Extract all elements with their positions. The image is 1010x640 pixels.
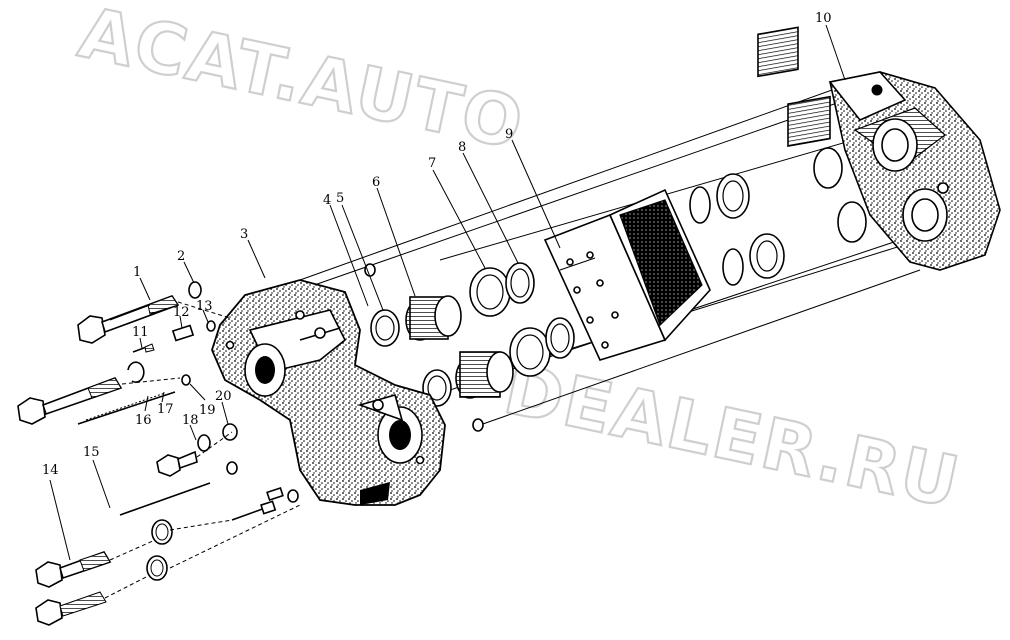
callout-3: 3	[240, 227, 248, 242]
callout-5: 5	[336, 191, 344, 206]
plug-18	[156, 450, 198, 477]
callout-8: 8	[458, 140, 466, 155]
rod-15	[119, 482, 211, 516]
callout-19: 19	[199, 403, 216, 418]
callout-11: 11	[132, 325, 149, 340]
callout-12: 12	[173, 305, 190, 320]
callout-20: 20	[215, 389, 232, 404]
callout-15: 15	[83, 445, 100, 460]
middle-upper-bearings	[370, 262, 535, 347]
rod-16	[77, 391, 176, 425]
small-pin	[132, 343, 155, 353]
bolt-14-b	[35, 591, 107, 626]
ring-lower-1	[151, 519, 173, 545]
washer-19	[181, 374, 211, 452]
lower-bearing-group	[722, 95, 867, 286]
callout-4: 4	[323, 193, 331, 208]
callout-17: 17	[157, 402, 174, 417]
roller-bearing-lower	[455, 351, 514, 399]
callout-2: 2	[177, 249, 185, 264]
washer-2	[188, 281, 202, 299]
callout-18: 18	[182, 413, 199, 428]
plug-12	[171, 320, 216, 342]
upper-bearing-group	[689, 26, 843, 224]
callout-16: 16	[135, 413, 152, 428]
washer-20	[222, 423, 238, 475]
roller-bearing-upper	[405, 295, 462, 341]
callout-10: 10	[815, 11, 832, 26]
callout-labels: 1 2 3 4 5 6 7 8 9 10 11 12 13 14 15 16 1…	[42, 11, 832, 478]
assembly-lines	[104, 301, 301, 599]
snap-ring	[127, 361, 145, 383]
callout-6: 6	[372, 175, 380, 190]
fitting-group	[231, 487, 299, 521]
callout-7: 7	[428, 156, 436, 171]
bolt-14-a	[35, 551, 112, 588]
leader-lines	[49, 24, 846, 561]
end-cover	[828, 71, 1001, 271]
callout-9: 9	[505, 127, 513, 142]
callout-13: 13	[196, 299, 213, 314]
main-housing	[211, 279, 446, 506]
callout-14: 14	[42, 463, 59, 478]
callout-1: 1	[133, 265, 141, 280]
bolt-middle	[17, 377, 123, 425]
middle-lower-bearings	[364, 263, 575, 432]
ring-lower-2	[146, 555, 168, 581]
bolt-upper	[77, 295, 180, 344]
watermark-line-2: DEALER.RU	[497, 348, 967, 524]
center-plate	[543, 188, 711, 361]
